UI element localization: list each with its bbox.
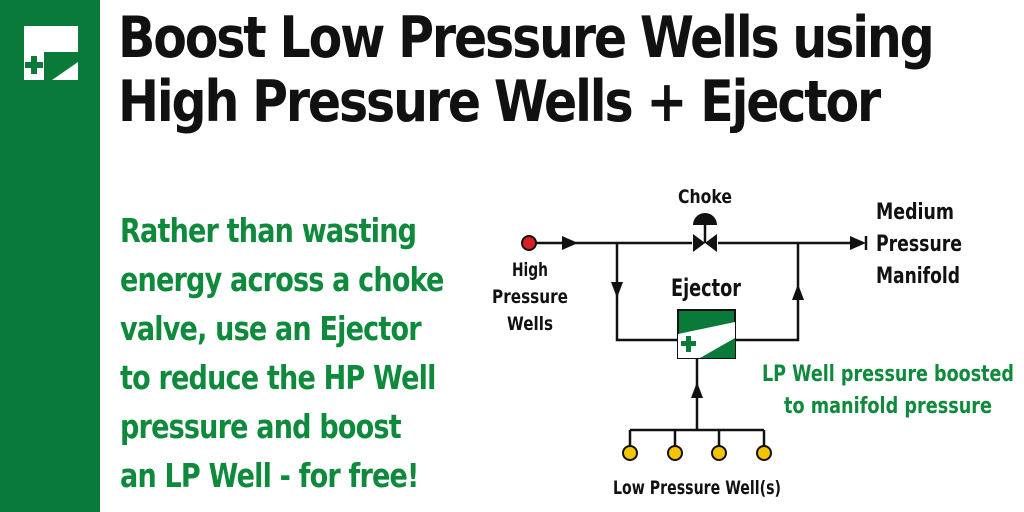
hp-well-dot xyxy=(521,235,537,251)
description-line: to reduce the HP Well xyxy=(120,358,436,397)
hp-branch-line xyxy=(611,243,678,342)
flow-arrow xyxy=(562,236,578,250)
manifold-label-line: Medium xyxy=(876,200,954,225)
description-line: an LP Well - for free! xyxy=(120,456,419,495)
discharge-branch-line xyxy=(735,243,804,342)
choke-valve-icon xyxy=(693,213,717,252)
description-line: Rather than wasting xyxy=(120,211,417,250)
manifold-label-line: Pressure xyxy=(876,232,962,257)
description-line: energy across a choke xyxy=(120,260,444,299)
ejector-label: Ejector xyxy=(671,274,741,302)
boost-label-line: LP Well pressure boosted xyxy=(762,362,1014,387)
manifold-label-line: Manifold xyxy=(876,264,960,289)
choke-label: Choke xyxy=(678,186,732,208)
lp-well-dot xyxy=(711,445,727,461)
title-line-2: High Pressure Wells + Ejector xyxy=(118,69,881,135)
main-flow-line xyxy=(530,236,868,250)
ejector-icon xyxy=(677,309,736,359)
hp-label-line: Wells xyxy=(507,313,553,335)
description-line: pressure and boost xyxy=(120,407,402,446)
description-line: valve, use an Ejector xyxy=(120,309,422,348)
flow-arrow xyxy=(611,282,623,298)
title-line-1: Boost Low Pressure Wells using xyxy=(118,5,935,71)
hp-label-line: High xyxy=(512,259,548,281)
brand-sidebar xyxy=(0,0,100,512)
flow-arrow xyxy=(691,382,703,398)
company-logo-icon xyxy=(24,26,78,80)
description-text: Rather than wasting energy across a chok… xyxy=(120,206,444,500)
page-title: Boost Low Pressure Wells using High Pres… xyxy=(118,5,935,135)
hp-label-line: Pressure xyxy=(492,286,568,308)
flow-arrow xyxy=(792,284,804,300)
lp-well-dot xyxy=(622,445,638,461)
suction-line xyxy=(628,358,766,447)
lp-wells-label: Low Pressure Well(s) xyxy=(613,477,781,499)
lp-well-dot xyxy=(756,445,772,461)
lp-well-dot xyxy=(667,445,683,461)
flow-arrow xyxy=(850,236,866,250)
boost-label-line: to manifold pressure xyxy=(784,394,992,419)
